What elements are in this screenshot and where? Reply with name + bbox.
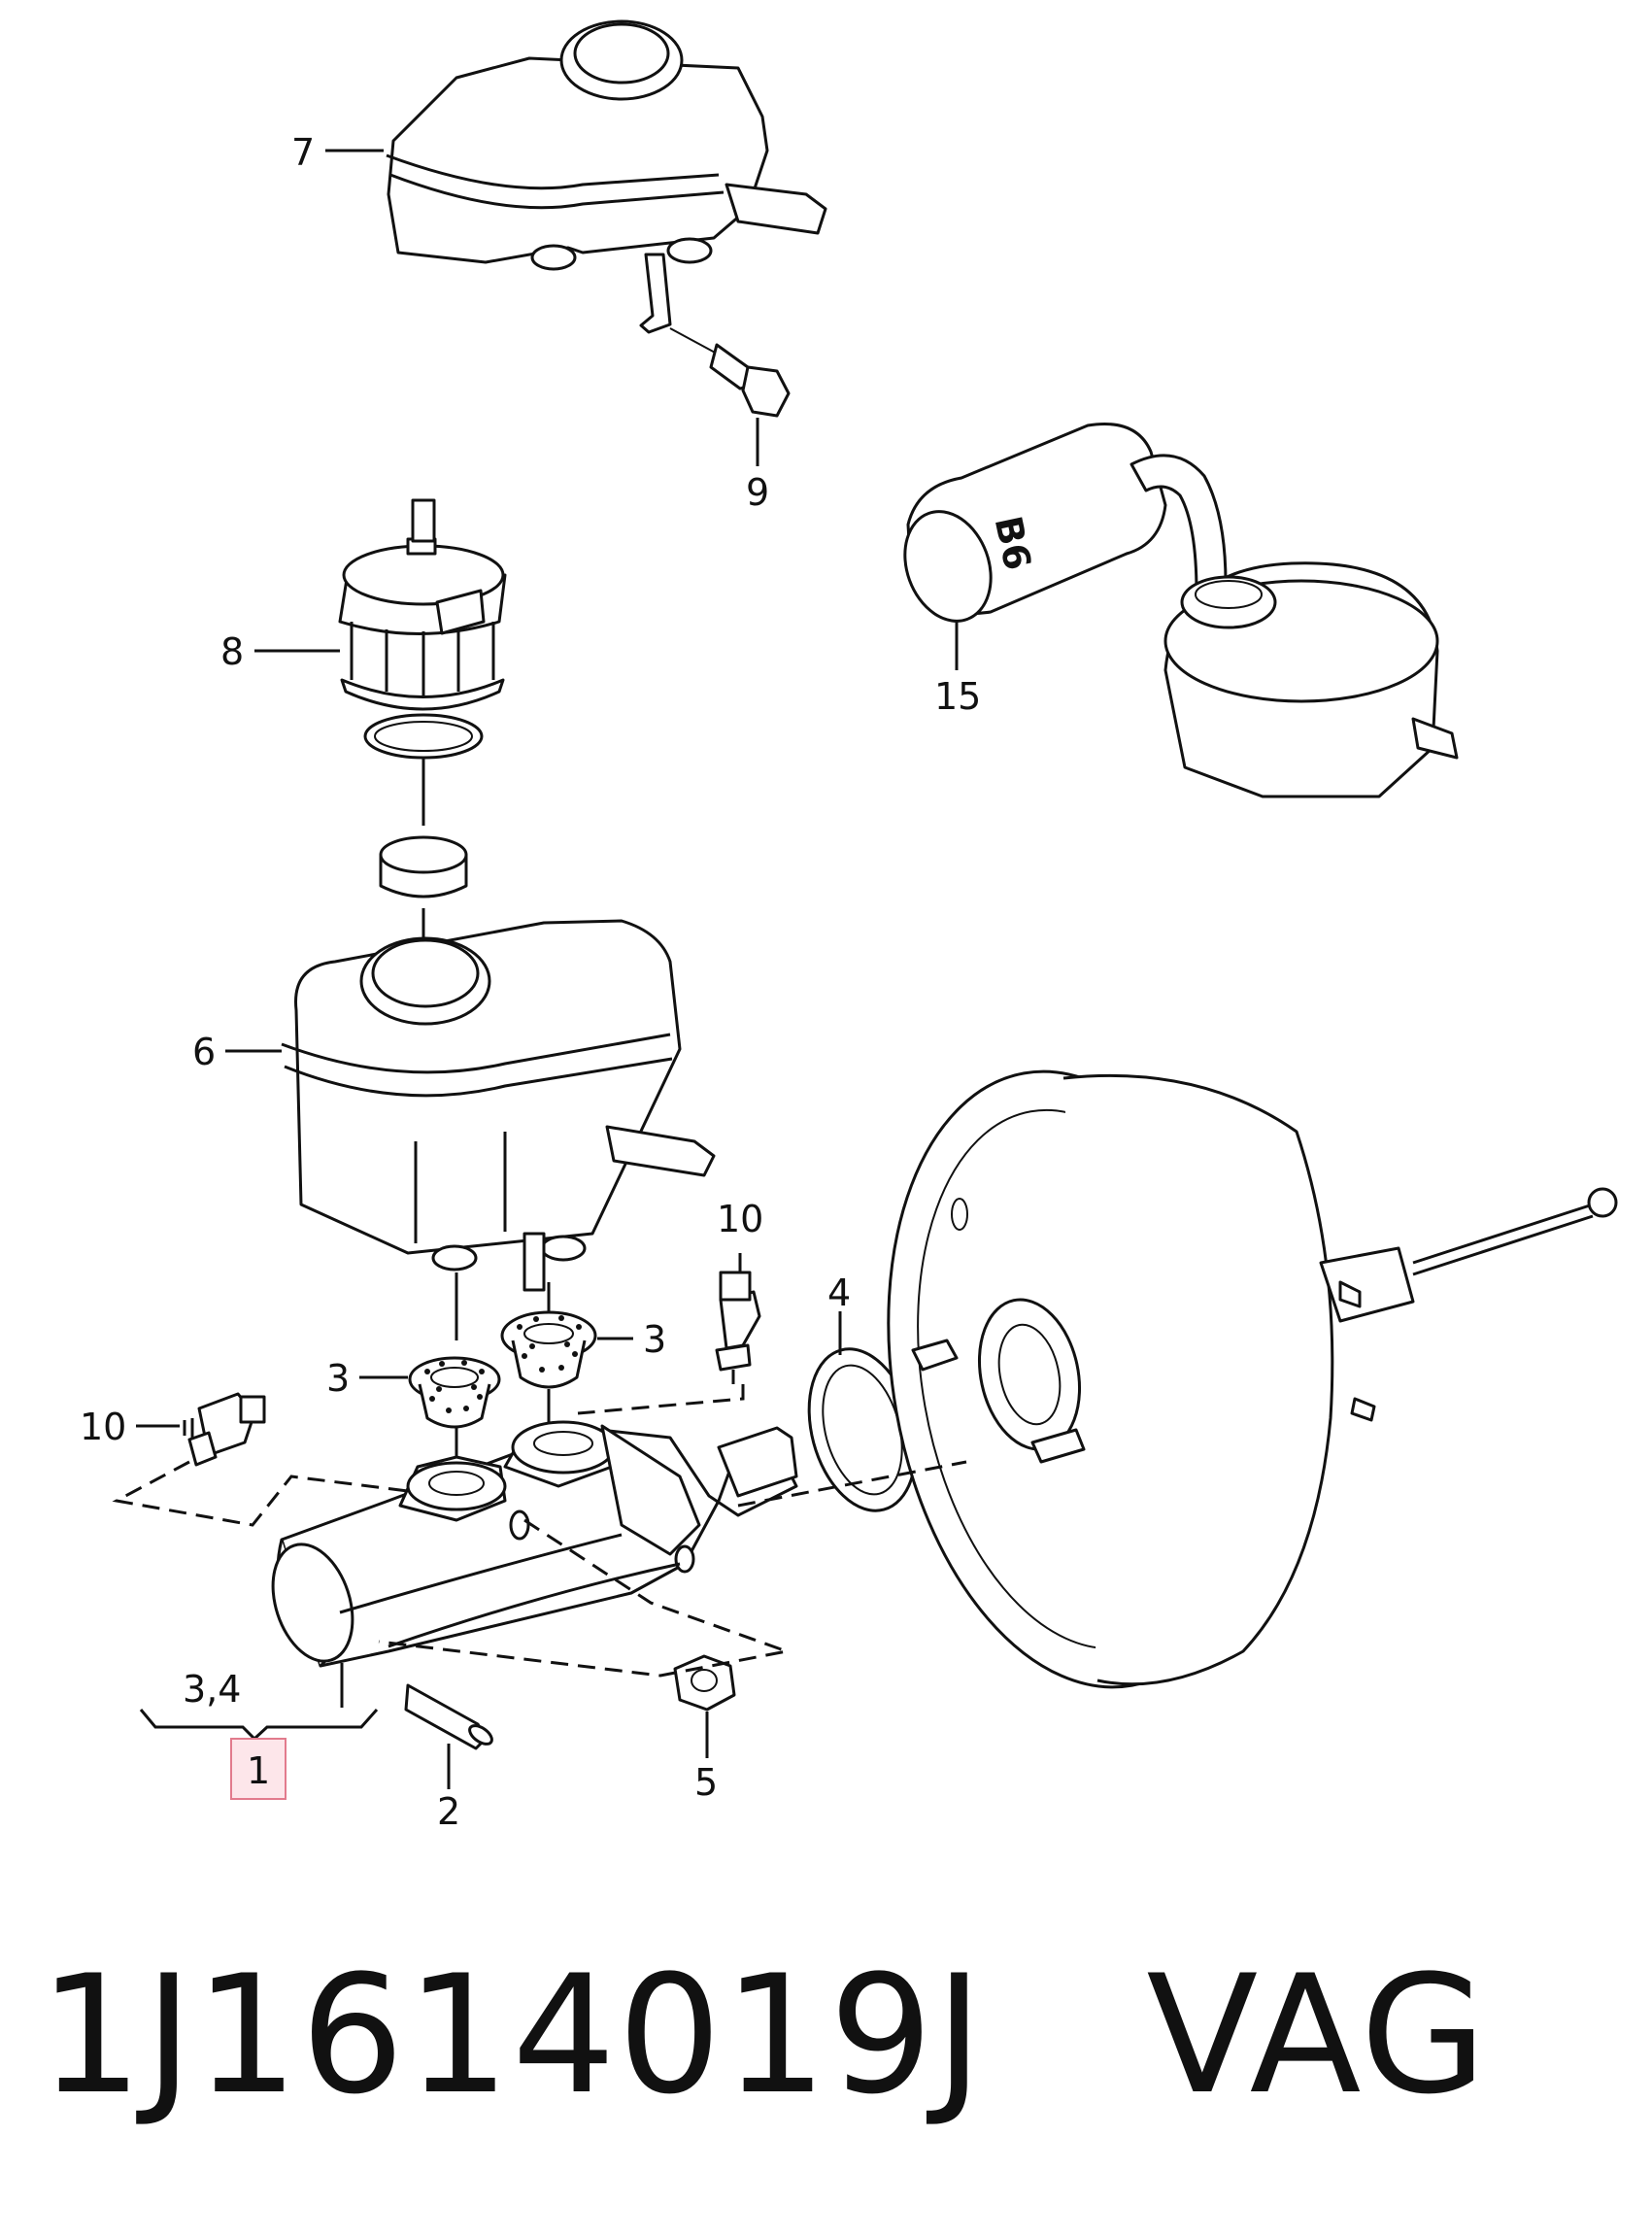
callout-8: 8: [220, 630, 244, 673]
cap-sensor-8: [338, 498, 507, 981]
callout-10-left: 10: [80, 1406, 126, 1448]
callout-7: 7: [291, 131, 315, 174]
highlight-box: [230, 1738, 287, 1800]
assembly-lines: [112, 1384, 967, 1678]
brake-booster: [887, 1069, 1618, 1689]
switch-10-right: [715, 1253, 761, 1384]
gasket-4: [807, 1311, 918, 1512]
bolt-9: [669, 327, 791, 466]
part-number-caption: 1J1614019J VAG: [39, 1938, 1632, 2132]
reservoir-7: [386, 19, 827, 334]
parts-diagram: B6: [80, 19, 1618, 1833]
callout-5: 5: [694, 1761, 718, 1804]
callout-2: 2: [437, 1790, 460, 1833]
part-number: 1J1614019J: [39, 1940, 986, 2130]
callout-10-right: 10: [717, 1198, 763, 1240]
seal-3-right: [500, 1310, 597, 1389]
callout-9: 9: [746, 471, 769, 514]
callout-15: 15: [934, 675, 981, 718]
vacuum-part-15: [903, 423, 1459, 798]
switch-10-left: [183, 1392, 266, 1467]
pin-2: [404, 1683, 493, 1789]
bracket-3-4: [139, 1709, 379, 1742]
callout-3-4: 3,4: [183, 1668, 241, 1711]
callout-1: 1: [247, 1749, 270, 1792]
callout-3-left: 3: [326, 1357, 350, 1400]
master-cylinder-1: [271, 1420, 798, 1668]
nut-5: [673, 1654, 736, 1758]
callout-6: 6: [192, 1031, 216, 1073]
callout-3-right: 3: [643, 1318, 666, 1361]
reservoir-6: [281, 919, 716, 1340]
callout-4: 4: [827, 1272, 851, 1314]
seal-3-left: [408, 1356, 501, 1429]
brand-name: VAG: [1146, 1940, 1489, 2130]
